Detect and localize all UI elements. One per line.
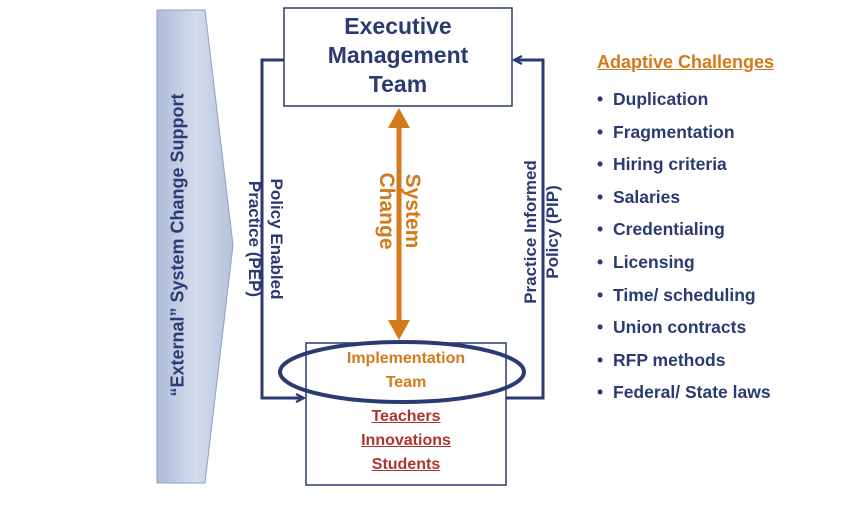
- list-item: • Federal/ State laws: [597, 376, 847, 409]
- bullet-icon: •: [597, 284, 604, 305]
- pip-loop-line: [506, 60, 545, 400]
- bullet-icon: •: [597, 317, 604, 338]
- list-item-label: Hiring criteria: [613, 154, 727, 175]
- implementation-team-title: Implementation Team: [306, 347, 506, 395]
- list-item-label: Union contracts: [613, 317, 747, 338]
- bullet-icon: •: [597, 382, 604, 403]
- implementation-team-line-2: Team: [385, 374, 427, 391]
- executive-team-line-1: Executive: [344, 13, 452, 39]
- list-item-label: Credentialing: [613, 219, 725, 240]
- system-change-line-2: Change: [375, 172, 398, 250]
- external-support-label: “External” System Change Support: [167, 93, 188, 397]
- executive-team-line-3: Team: [368, 71, 428, 97]
- list-item: • Licensing: [597, 246, 847, 279]
- bullet-icon: •: [597, 219, 604, 240]
- system-change-arrowhead-up: [388, 108, 410, 128]
- adaptive-challenges-panel: Adaptive Challenges • Duplication • Fragme…: [597, 52, 847, 409]
- bullet-icon: •: [597, 349, 604, 370]
- list-item-label: Licensing: [613, 251, 695, 272]
- executive-team-title: Executive Management Team: [284, 12, 512, 99]
- list-item-label: Salaries: [613, 186, 681, 207]
- list-item: • Fragmentation: [597, 116, 847, 149]
- bullet-icon: •: [597, 89, 604, 109]
- pep-label: Policy Enabled Practice (PEP): [243, 179, 287, 300]
- list-item: • Salaries: [597, 181, 847, 214]
- pip-line-1: Practice Informed: [521, 160, 540, 304]
- executive-team-line-2: Management: [327, 42, 469, 68]
- list-item: • Credentialing: [597, 213, 847, 246]
- external-support-arrow: [156, 9, 234, 484]
- pep-line-2: Practice (PEP): [245, 180, 264, 298]
- implementation-team-ellipse: [278, 340, 526, 404]
- list-item-label: Duplication: [613, 89, 709, 109]
- system-change-line-1: System: [401, 173, 424, 249]
- adaptive-challenges-list: • Duplication • Fragmentation • Hiring crit…: [597, 83, 847, 409]
- list-item-label: RFP methods: [613, 349, 726, 370]
- pip-label: Practice Informed Policy (PIP): [520, 160, 564, 304]
- bullet-icon: •: [597, 121, 604, 142]
- implementation-team-box: [305, 342, 507, 486]
- system-change-label: System Change: [373, 172, 425, 249]
- list-item: • Duplication: [597, 83, 847, 116]
- list-item-label: Fragmentation: [613, 121, 735, 142]
- pep-loop-line: [260, 58, 303, 398]
- bullet-icon: •: [597, 186, 604, 207]
- member-innovations: Innovations: [361, 432, 451, 449]
- bullet-icon: •: [597, 154, 604, 175]
- pip-line-2: Policy (PIP): [543, 185, 562, 279]
- list-item-label: Time/ scheduling: [613, 284, 756, 305]
- executive-team-box: [283, 7, 513, 107]
- list-item: • Hiring criteria: [597, 148, 847, 181]
- list-item-label: Federal/ State laws: [613, 382, 771, 403]
- adaptive-challenges-title: Adaptive Challenges: [597, 52, 775, 72]
- list-item: • Union contracts: [597, 311, 847, 344]
- system-change-arrowhead-down: [388, 320, 410, 340]
- list-item: • RFP methods: [597, 344, 847, 377]
- member-students: Students: [371, 456, 441, 473]
- list-item: • Time/ scheduling: [597, 279, 847, 312]
- bullet-icon: •: [597, 251, 604, 272]
- implementation-team-line-1: Implementation: [346, 350, 466, 367]
- implementation-team-members: Teachers Innovations Students: [306, 405, 506, 477]
- member-teachers: Teachers: [371, 408, 441, 425]
- pep-line-1: Policy Enabled: [267, 178, 286, 300]
